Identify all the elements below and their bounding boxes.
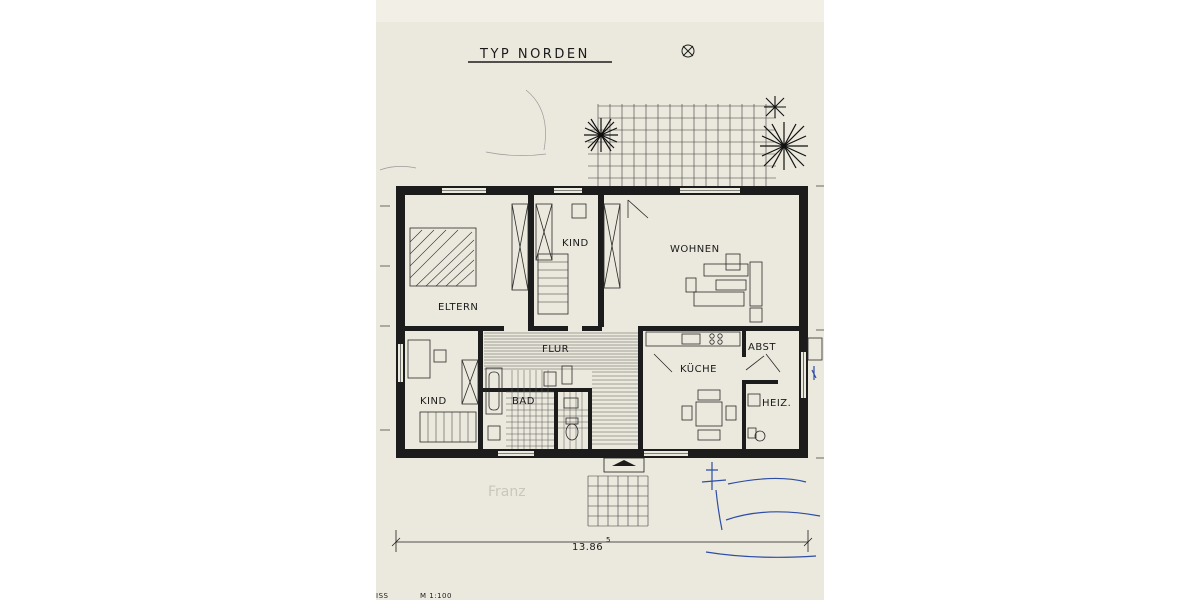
door-swing	[765, 353, 781, 373]
bathroom-tile-grid	[506, 370, 588, 449]
living-room-sofa	[685, 253, 763, 323]
desk	[571, 203, 587, 219]
hallway-floor-hatch	[484, 332, 638, 445]
wardrobe	[461, 359, 479, 405]
door-swing	[653, 353, 673, 373]
door-swing	[627, 199, 649, 219]
room-label-abst: ABST	[748, 342, 776, 353]
room-label-bad: BAD	[512, 396, 535, 407]
toilet	[565, 417, 579, 441]
room-label-flur: FLUR	[542, 344, 569, 355]
window-lines	[400, 190, 804, 454]
double-bed	[409, 227, 477, 287]
pen-annotation	[701, 366, 821, 558]
room-label-kind-top: KIND	[562, 238, 589, 249]
single-bed	[537, 253, 569, 315]
room-label-eltern: ELTERN	[438, 302, 478, 313]
plant-symbol-icon	[760, 122, 808, 170]
plant-symbol-icon	[764, 96, 786, 118]
faint-sketch-marks	[379, 89, 547, 171]
room-label-heiz: HEIZ.	[762, 398, 791, 409]
washbasin	[563, 397, 579, 409]
entrance-paving	[587, 475, 649, 527]
floor-plan-drawing: TYP NORDEN	[376, 0, 824, 600]
entrance-step	[603, 457, 645, 473]
wardrobe	[603, 203, 621, 289]
measure-ticks	[380, 185, 824, 459]
room-label-wohnen: WOHNEN	[670, 244, 720, 255]
heating-boiler	[747, 393, 766, 442]
dimension-line	[391, 530, 813, 552]
plant-symbol-icon	[584, 118, 618, 152]
room-label-kueche: KÜCHE	[680, 362, 717, 375]
sink	[487, 425, 501, 441]
bathtub	[485, 367, 503, 415]
dimension-superscript: 5	[606, 536, 611, 544]
dimension-label: 13.86	[572, 542, 603, 553]
floor-plan-sheet: TYP NORDEN	[376, 0, 824, 600]
wardrobe	[535, 203, 553, 261]
watermark-text: Franz	[488, 484, 526, 500]
plan-title: TYP NORDEN	[479, 47, 590, 62]
desk-and-chair	[407, 339, 447, 379]
single-bed	[419, 411, 477, 443]
wardrobe	[511, 203, 529, 291]
kitchen-counter	[645, 331, 741, 347]
dining-table	[681, 389, 737, 441]
room-label-kind-bottom: KIND	[420, 396, 447, 407]
scale-text: M 1:100	[420, 592, 452, 600]
scale-left-text: ISS	[376, 592, 389, 600]
terrace-grid	[588, 104, 776, 186]
compass-symbol-icon	[681, 44, 695, 58]
shelf	[561, 365, 573, 385]
washbasin	[543, 371, 557, 387]
door-swing	[745, 355, 765, 371]
side-element	[807, 337, 823, 361]
